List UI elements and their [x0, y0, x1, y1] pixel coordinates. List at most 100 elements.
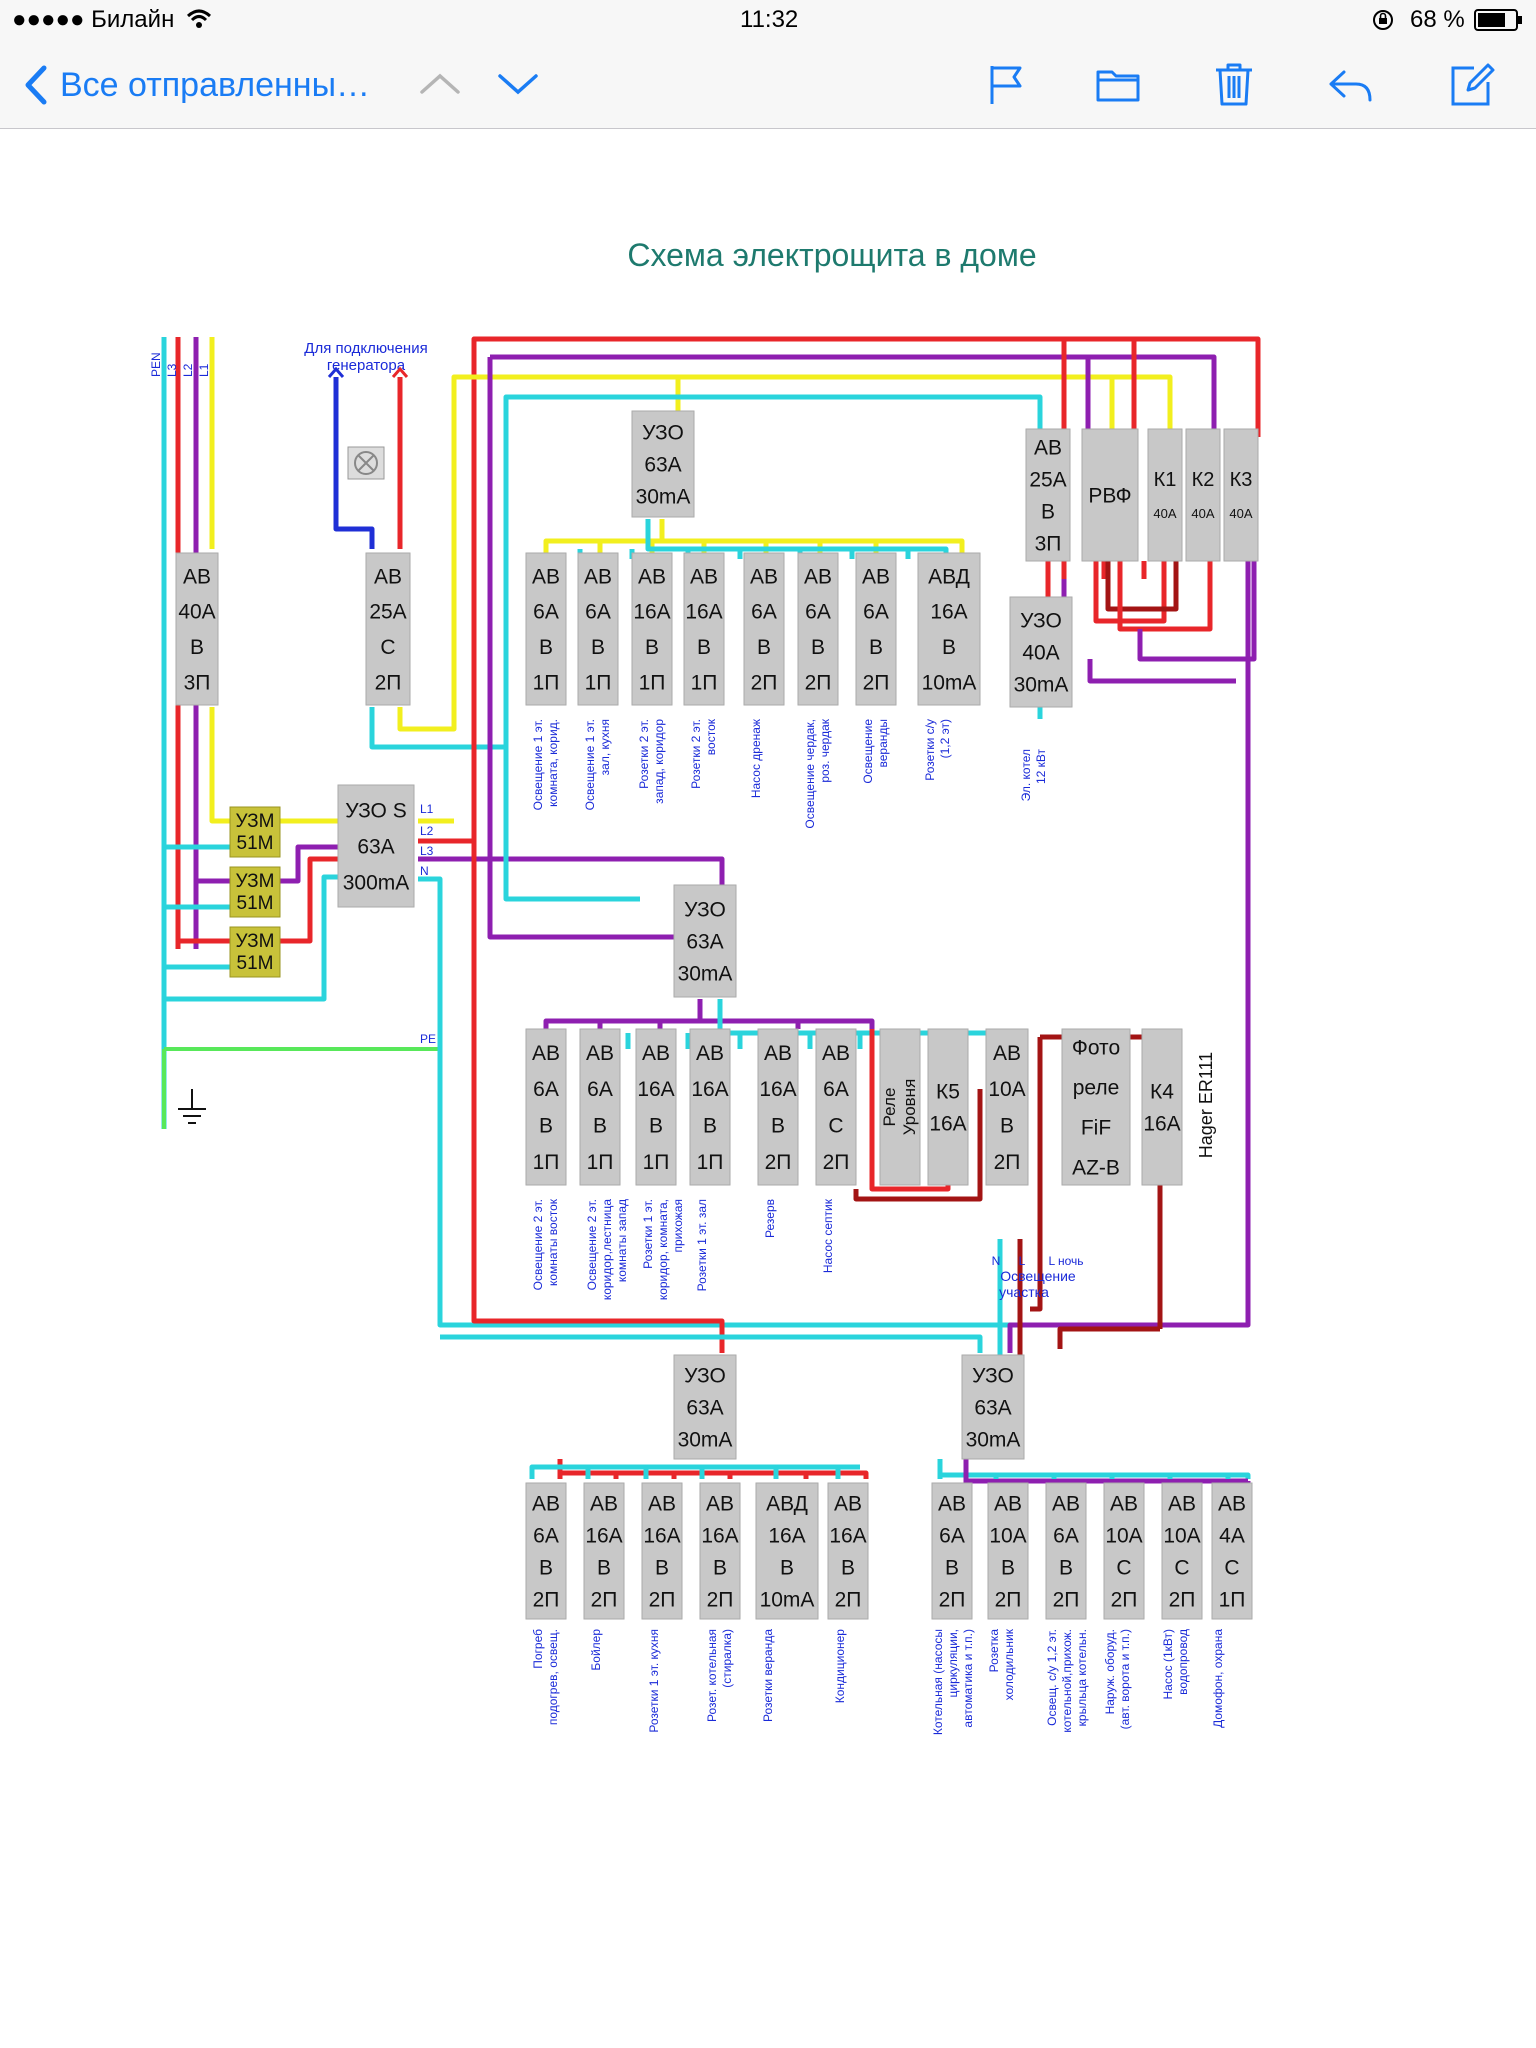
- night-line: [1057, 1326, 1160, 1349]
- bottom-right-breaker-6-text: АВ: [1218, 1492, 1246, 1515]
- bottom-left-breaker-5-text: АВД: [766, 1492, 808, 1515]
- top-breaker-4-text: В: [697, 636, 711, 659]
- top-breaker-1-body: [525, 552, 567, 706]
- top-purple: [490, 354, 1217, 437]
- contactor-k2-text: К2: [1192, 469, 1215, 491]
- bottom-left-breaker-2-text: 16А: [585, 1524, 622, 1547]
- bottom-left-breaker-2-body: [583, 1482, 625, 1620]
- mid-breaker-5-body: [757, 1028, 799, 1186]
- mid-breaker-6-text: 2П: [823, 1151, 850, 1174]
- top-breaker-label-5-line: Насос дренаж: [749, 719, 763, 798]
- bottom-left-breaker-5-body: [755, 1482, 819, 1620]
- bottom-left-breaker-3-text: 16А: [643, 1524, 680, 1547]
- top-breaker-7-text: АВ: [862, 565, 890, 588]
- trash-button[interactable]: [1206, 56, 1262, 112]
- uzo-s-text: 300mA: [343, 871, 410, 894]
- uzo-top-text: УЗО: [642, 421, 684, 444]
- mid-breaker-2-body: [579, 1028, 621, 1186]
- top-breaker-label-4-line: восток: [704, 718, 718, 755]
- uzo-bottom-left-text: 63А: [686, 1396, 723, 1419]
- uzo-mid-text: 63А: [686, 930, 723, 953]
- contactor-k3-text: 40А: [1229, 506, 1252, 521]
- top-breaker-4-text: 1П: [691, 671, 718, 694]
- bus-label: PEN: [149, 352, 163, 377]
- bottom-right-breaker-label-1-line: циркуляции,: [946, 1629, 960, 1697]
- outdoor-label: участка: [999, 1284, 1049, 1300]
- bottom-right-breaker-1-text: АВ: [938, 1492, 966, 1515]
- compose-button[interactable]: [1444, 56, 1500, 112]
- mid-breaker-4-text: 1П: [697, 1151, 724, 1174]
- top-breaker-label-8-line: Розетки с/у: [923, 719, 937, 781]
- top-breaker-3-body: [631, 552, 673, 706]
- top-breaker-7-text: 2П: [863, 671, 890, 694]
- generator-breaker-body: [365, 552, 411, 706]
- n-label: N: [992, 1254, 1001, 1268]
- reply-button[interactable]: [1322, 56, 1378, 112]
- uzm-relay-text: 51М: [237, 953, 274, 974]
- uzo-mid-body: [673, 884, 737, 998]
- top-breaker-7-text: В: [869, 636, 883, 659]
- bottom-right-breaker-4-text: 2П: [1111, 1588, 1138, 1611]
- bottom-right-breaker-6-body: [1211, 1482, 1253, 1620]
- generator-plug-icon: [391, 366, 409, 378]
- bottom-right-breaker-label-1-line: автоматика и т.п.): [961, 1629, 975, 1728]
- navigation-bar: Все отправленны…: [0, 40, 1536, 129]
- bottom-right-breaker-2-body: [987, 1482, 1029, 1620]
- bottom-right-breaker-label-4: Наруж. оборуд.(авт. ворота и т.п.): [1103, 1629, 1132, 1729]
- gen-out-l: [397, 374, 681, 732]
- phase-label: N: [420, 864, 429, 878]
- phase-relay-text: РВФ: [1088, 484, 1131, 507]
- previous-message-button[interactable]: [412, 56, 468, 112]
- bottom-left-breaker-2-text: 2П: [591, 1588, 618, 1611]
- boiler-label-line: 12 кВт: [1034, 749, 1048, 785]
- mid-breaker-1-text: В: [539, 1114, 553, 1137]
- mid-breaker-6-body: [815, 1028, 857, 1186]
- mid-breaker-3-text: В: [649, 1114, 663, 1137]
- contactor-k2-text: 40А: [1191, 506, 1214, 521]
- contactor-k5-text: 16А: [929, 1112, 966, 1135]
- move-to-folder-button[interactable]: [1090, 56, 1146, 112]
- top-breaker-6-body: [797, 552, 839, 706]
- bottom-right-breaker-4-text: 10А: [1105, 1524, 1142, 1547]
- uzo-mid-text: 30mA: [678, 962, 733, 985]
- breaker-ab10-body: [985, 1028, 1029, 1186]
- bottom-right-breaker-label-1-line: Котельная (насосы: [931, 1629, 945, 1735]
- bottom-right-breaker-label-5: Насос (1кВт)водопровод: [1161, 1629, 1190, 1700]
- outdoor-label: Освещение: [1000, 1268, 1076, 1284]
- flag-button[interactable]: [978, 56, 1034, 112]
- top-breaker-label-1-line: комната, корид.: [546, 719, 560, 807]
- next-message-button[interactable]: [490, 56, 546, 112]
- mid-breaker-3-body: [635, 1028, 677, 1186]
- bottom-right-breaker-label-3-line: крыльца котельн.: [1075, 1629, 1089, 1726]
- bottom-right-breaker-5-body: [1161, 1482, 1203, 1620]
- contactor-k1-text: 40А: [1153, 506, 1176, 521]
- bottom-left-breaker-label-5: Розетки веранда: [761, 1629, 775, 1722]
- top-breaker-label-2: Освещение 1 эт.зал, кухня: [583, 719, 612, 810]
- bottom-right-breaker-5-text: АВ: [1168, 1492, 1196, 1515]
- top-breaker-label-7-line: веранды: [876, 719, 890, 768]
- bottom-right-breaker-label-2-line: холодильник: [1002, 1628, 1016, 1700]
- uzm-relay-text: 51М: [237, 893, 274, 914]
- battery-icon: [1474, 9, 1522, 31]
- uzo-top-body: [631, 410, 695, 518]
- mid-breaker-label-6: Насос септик: [821, 1198, 835, 1273]
- generator-breaker-text: 2П: [375, 671, 402, 694]
- mid-breaker-2-text: 1П: [587, 1151, 614, 1174]
- back-button[interactable]: Все отправленны…: [24, 62, 370, 108]
- phase-relay: РВФ: [1081, 428, 1139, 562]
- contactor-k4-text: К4: [1150, 1080, 1174, 1103]
- top-breaker-label-5: Насос дренаж: [749, 719, 763, 798]
- bottom-left-breaker-label-4: Розет. котельная(стиралка): [705, 1629, 734, 1722]
- folder-icon: [1096, 70, 1140, 102]
- mid-breaker-3-text: 1П: [643, 1151, 670, 1174]
- bottom-right-breaker-4-text: С: [1116, 1556, 1131, 1579]
- top-yellow: [454, 374, 1173, 437]
- bottom-right-breaker-3-body: [1045, 1482, 1087, 1620]
